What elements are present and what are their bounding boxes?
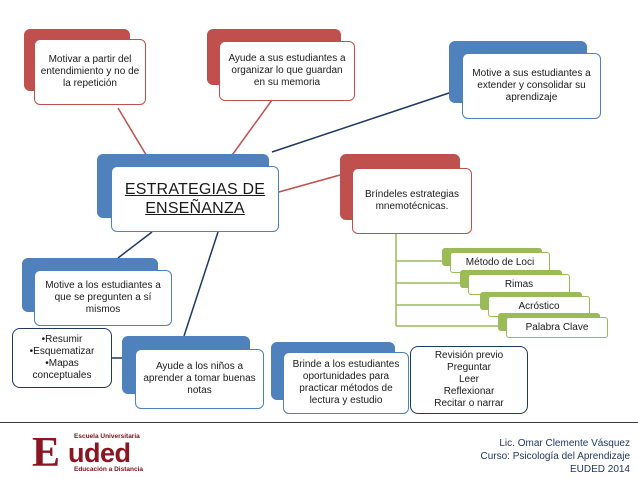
central-node: ESTRATEGIAS DE ENSEÑANZA	[97, 154, 280, 234]
node-mnemonicas-box: Bríndeles estrategias mnemotécnicas.	[352, 168, 472, 234]
node-extender: Motive a sus estudiantes a extender y co…	[449, 41, 601, 119]
logo-tagline-top: Escuela Universitaria	[74, 433, 140, 440]
node-notas-text: Ayude a los niños a aprender a tomar bue…	[143, 361, 256, 396]
credit-institution: EUDED 2014	[569, 464, 630, 475]
credit-author: Lic. Omar Clemente Vásquez	[499, 438, 630, 449]
study-list-item-5: Recitar o narrar	[434, 398, 504, 409]
study-list-item-3: Leer	[458, 374, 479, 385]
node-notas: Ayude a los niños a aprender a tomar bue…	[122, 336, 264, 410]
logo-wordmark: uded	[68, 438, 131, 468]
footer-divider	[0, 422, 638, 423]
node-extender-text: Motive a sus estudiantes a extender y co…	[472, 68, 591, 103]
logo-tagline-bottom: Educación a Distancia	[74, 466, 143, 473]
node-pregunten-text: Motive a los estudiantes a que se pregun…	[45, 280, 161, 315]
study-list-item-1: Revisión previo	[434, 350, 504, 361]
mnemonic-item-acrostico-text: Acróstico	[518, 300, 560, 312]
mnemonic-item-palabra-clave: Palabra Clave	[498, 313, 608, 339]
central-title-line2: ENSEÑANZA	[145, 200, 245, 217]
node-motivar-box: Motivar a partir del entendimiento y no …	[34, 39, 146, 105]
connector-help-notes	[183, 231, 219, 337]
connector-mid-left	[117, 231, 153, 259]
connector-top-right	[271, 91, 453, 153]
study-list-box: Revisión previo Preguntar Leer Reflexion…	[410, 346, 528, 414]
mnemonic-item-rimas-text: Rimas	[504, 278, 534, 290]
euded-logo: E Escuela Universitaria uded Educación a…	[32, 430, 162, 475]
node-extender-box: Motive a sus estudiantes a extender y co…	[462, 53, 601, 119]
notes-list-item-2: •Esquematizar	[29, 346, 95, 357]
notes-list-item-1: •Resumir	[41, 334, 83, 345]
mnemonic-item-loci-text: Método de Loci	[465, 256, 535, 268]
connector-top-left	[117, 107, 149, 159]
connector-top-middle	[229, 99, 273, 159]
mnemonic-item-loci: Método de Loci	[442, 248, 550, 274]
node-notas-box: Ayude a los niños a aprender a tomar bue…	[135, 349, 264, 409]
connector-mnemonic	[267, 174, 341, 196]
node-organizar-box: Ayude a sus estudiantes a organizar lo q…	[219, 41, 355, 101]
node-lectura-box: Brinde a los estudiantes oportunidades p…	[283, 352, 409, 414]
mnemonic-item-rimas: Rimas	[460, 270, 570, 296]
node-lectura-text: Brinde a los estudiantes oportunidades p…	[292, 359, 400, 406]
study-list-item-4: Reflexionar	[443, 386, 495, 397]
mnemonic-item-palabra-clave-box: Palabra Clave	[506, 317, 608, 338]
logo-initial: E	[32, 430, 61, 476]
node-organizar: Ayude a sus estudiantes a organizar lo q…	[207, 29, 355, 101]
credit-course: Curso: Psicología del Aprendizaje	[480, 451, 630, 462]
node-lectura: Brinde a los estudiantes oportunidades p…	[271, 342, 409, 416]
node-pregunten-box: Motive a los estudiantes a que se pregun…	[34, 270, 172, 326]
node-mnemonicas: Bríndeles estrategias mnemotécnicas.	[340, 154, 472, 236]
central-node-box: ESTRATEGIAS DE ENSEÑANZA	[111, 166, 279, 232]
notes-list-item-3: •Mapas conceptuales	[32, 358, 92, 381]
node-pregunten: Motive a los estudiantes a que se pregun…	[22, 258, 172, 328]
node-organizar-text: Ayude a sus estudiantes a organizar lo q…	[228, 53, 346, 88]
node-mnemonicas-text: Bríndeles estrategias mnemotécnicas.	[365, 189, 459, 212]
central-title-line1: ESTRATEGIAS DE	[124, 181, 266, 198]
node-motivar-text: Motivar a partir del entendimiento y no …	[40, 54, 140, 89]
footer-credits: Lic. Omar Clemente Vásquez Curso: Psicol…	[480, 437, 630, 476]
mnemonic-item-palabra-clave-text: Palabra Clave	[525, 321, 589, 333]
study-list-item-2: Preguntar	[447, 362, 491, 373]
notes-list-box: •Resumir •Esquematizar •Mapas conceptual…	[12, 328, 112, 388]
node-motivar: Motivar a partir del entendimiento y no …	[24, 29, 146, 107]
